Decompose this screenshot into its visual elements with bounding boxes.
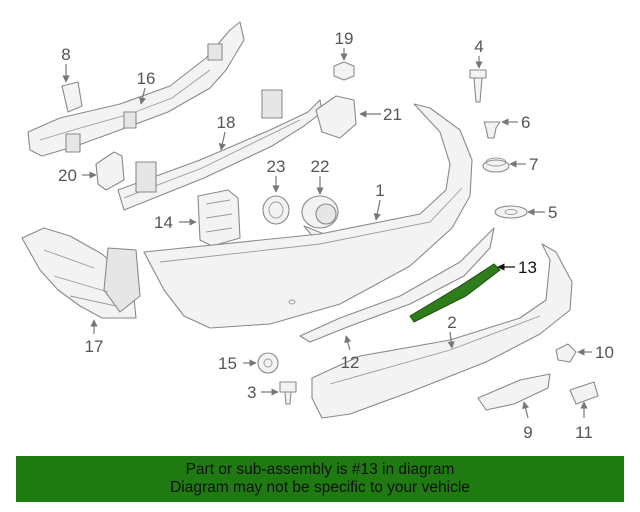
part-4-screw <box>469 69 487 103</box>
callout-15: 15 <box>218 354 237 373</box>
callout-1: 1 <box>375 181 384 200</box>
callout-9: 9 <box>523 423 532 442</box>
banner-line-disclaimer: Diagram may not be specific to your vehi… <box>170 479 470 496</box>
part-7-plug <box>482 157 510 173</box>
part-14-bracket-block <box>197 189 241 247</box>
part-11-plate <box>569 381 599 405</box>
part-15-washer <box>257 352 279 374</box>
part-12-trim-strip <box>299 227 495 343</box>
callout-22: 22 <box>311 157 330 176</box>
callout-8: 8 <box>61 45 70 64</box>
part-3-bolt <box>279 381 297 405</box>
part-19-nut <box>333 61 355 81</box>
part-21-bracket <box>315 95 357 139</box>
callout-5: 5 <box>548 203 557 222</box>
part-6-rivet <box>483 121 501 139</box>
part-20-plate <box>95 151 125 191</box>
part-2-lower-diffuser <box>311 243 573 419</box>
callout-21: 21 <box>383 105 402 124</box>
callout-19: 19 <box>335 29 354 48</box>
callout-12: 12 <box>341 353 360 372</box>
exploded-parts-diagram: 8 16 18 19 21 20 23 22 1 14 4 6 7 5 13 1… <box>21 21 614 442</box>
part-23-grommet <box>262 195 290 225</box>
callout-3: 3 <box>247 383 256 402</box>
callout-4: 4 <box>474 37 483 56</box>
part-17-side-bracket <box>21 227 141 319</box>
callout-17: 17 <box>85 337 104 356</box>
callout-23: 23 <box>267 157 286 176</box>
callout-18: 18 <box>217 113 236 132</box>
callout-14: 14 <box>154 213 173 232</box>
leader-lines <box>62 48 592 419</box>
callout-numbers: 8 16 18 19 21 20 23 22 1 14 4 6 7 5 13 1… <box>58 29 614 442</box>
callout-10: 10 <box>595 343 614 362</box>
callout-20: 20 <box>58 166 77 185</box>
banner-line-part-info: Part or sub-assembly is #13 in diagram <box>185 461 455 478</box>
part-8-pad <box>61 81 83 113</box>
callout-13: 13 <box>518 258 537 277</box>
part-10-clip <box>555 343 577 363</box>
callout-11: 11 <box>575 423 593 442</box>
part-16-upper-bracket <box>27 21 245 157</box>
part-5-washer <box>494 205 528 219</box>
callout-6: 6 <box>521 113 530 132</box>
diagram-info-banner: Part or sub-assembly is #13 in diagram D… <box>16 456 624 502</box>
part-9-bracket <box>477 373 551 411</box>
callout-2: 2 <box>447 313 456 332</box>
part-1-bumper-cover <box>143 103 473 329</box>
callout-16: 16 <box>137 69 156 88</box>
callout-7: 7 <box>529 155 538 174</box>
